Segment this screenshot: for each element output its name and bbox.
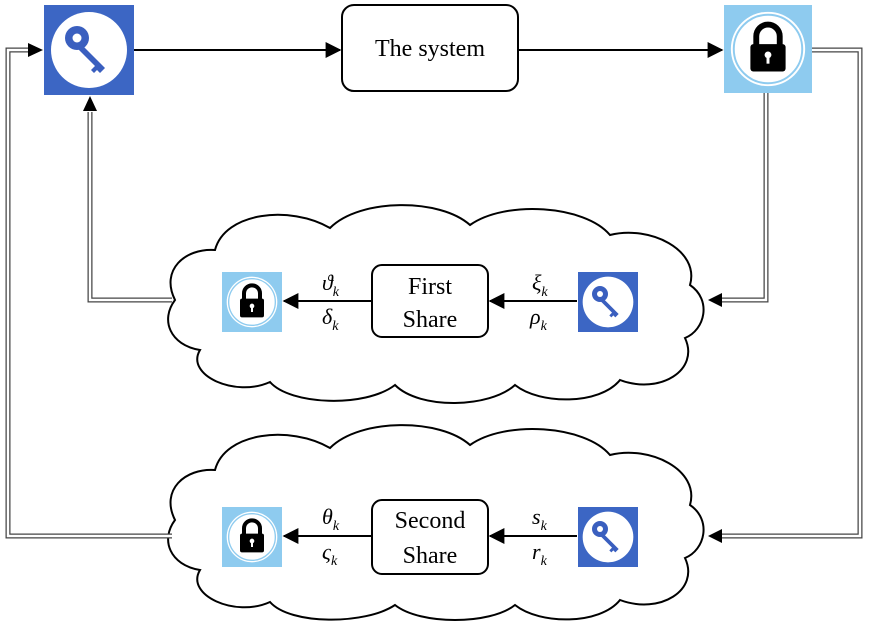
first-input-var-2: ρk bbox=[529, 304, 548, 334]
first-share-line2: Share bbox=[403, 307, 458, 333]
first-output-var-1: ϑk bbox=[322, 270, 340, 300]
connector-second-cloud-to-key-inner bbox=[6, 48, 172, 538]
lock-tile-second bbox=[222, 507, 282, 567]
key-icon bbox=[582, 511, 634, 563]
first-input-var-1: ξk bbox=[532, 270, 548, 300]
key-tile-second bbox=[578, 507, 638, 567]
lock-icon bbox=[224, 274, 280, 330]
key-tile-first bbox=[578, 272, 638, 332]
second-share-box: Second Share bbox=[371, 499, 489, 575]
second-input-var-2: rk bbox=[532, 539, 548, 569]
system-box: The system bbox=[341, 4, 519, 92]
system-label: The system bbox=[375, 36, 485, 62]
arrowhead-first-cloud bbox=[708, 293, 722, 307]
first-share-line1: First bbox=[408, 274, 452, 300]
first-share-box: First Share bbox=[371, 264, 489, 338]
second-output-var-1: θk bbox=[322, 504, 340, 534]
arrowhead-key-left bbox=[28, 43, 43, 57]
lock-tile-main bbox=[724, 5, 812, 93]
lock-icon bbox=[731, 12, 805, 86]
connector-lock-to-first-cloud-inner bbox=[721, 93, 768, 302]
arrowhead-key-bottom bbox=[83, 96, 97, 111]
first-output-var-2: δk bbox=[322, 304, 339, 334]
second-share-line1: Second bbox=[395, 508, 466, 534]
connector-lock-to-second-cloud-outer bbox=[721, 47, 863, 539]
connector-lock-to-first-cloud-outer bbox=[721, 93, 769, 303]
arrowhead-second-cloud bbox=[708, 529, 722, 543]
lock-icon bbox=[224, 509, 280, 565]
connector-first-cloud-to-key-inner bbox=[88, 112, 172, 302]
connector-lock-to-second-cloud-inner bbox=[721, 48, 862, 538]
second-input-var-1: sk bbox=[532, 504, 548, 534]
lock-tile-first bbox=[222, 272, 282, 332]
key-icon bbox=[582, 276, 634, 328]
second-output-var-2: ςk bbox=[322, 539, 338, 569]
connector-first-cloud-to-key-outer bbox=[87, 112, 172, 303]
second-share-line2: Share bbox=[403, 543, 458, 569]
key-tile-main bbox=[44, 5, 134, 95]
key-icon bbox=[51, 12, 127, 88]
